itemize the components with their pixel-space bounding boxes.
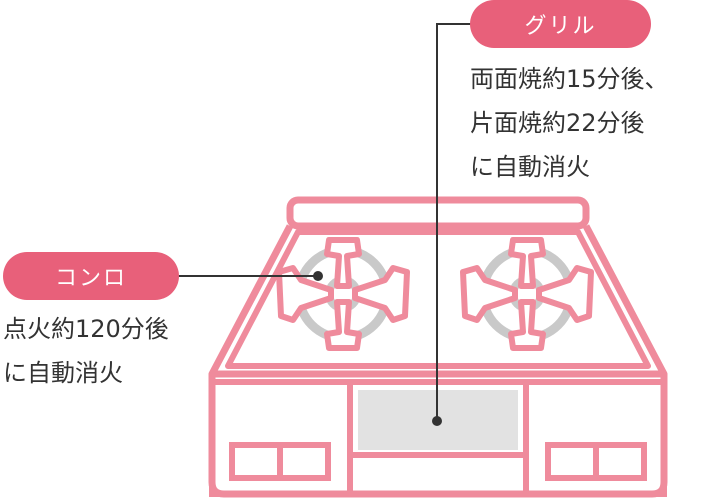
grill-description-line: に自動消火 (470, 153, 590, 181)
top-plate (225, 229, 651, 369)
grill-description-line: 片面焼約22分後 (470, 109, 645, 137)
burner-right (463, 240, 591, 348)
grill-leader-line (436, 23, 472, 421)
grill-description: 両面焼約15分後、 片面焼約22分後 に自動消火 (470, 57, 669, 189)
stove-leader-dot (313, 271, 323, 281)
grill-leader-dot (432, 416, 442, 426)
grill-label: グリル (470, 0, 651, 48)
stove-description-line: 点火約120分後 (3, 315, 169, 343)
stove-description: 点火約120分後 に自動消火 (3, 307, 169, 395)
stove-label: コンロ (3, 252, 179, 300)
grill-description-line: 両面焼約15分後、 (470, 65, 669, 93)
burner-left (279, 240, 407, 348)
stove-description-line: に自動消火 (3, 359, 123, 387)
